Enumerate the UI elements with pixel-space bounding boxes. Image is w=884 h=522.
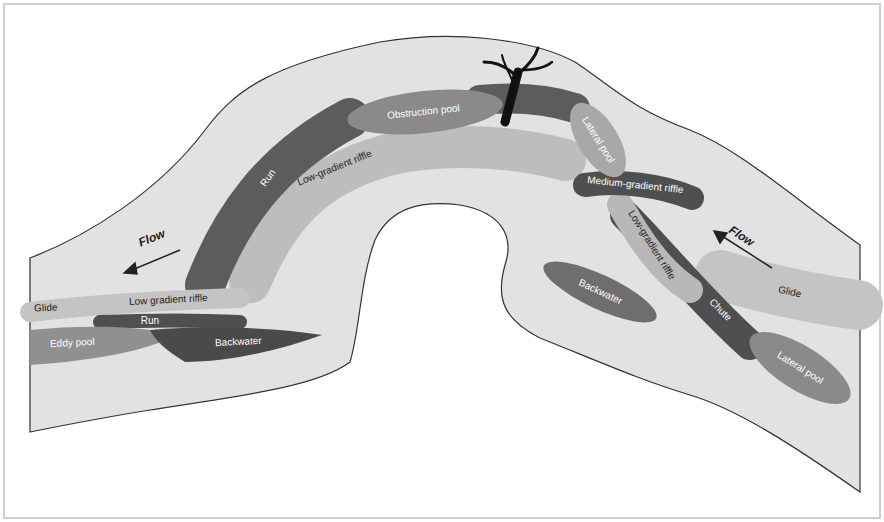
channel-unit: Glide: [31, 300, 61, 316]
flow-arrows: [124, 231, 772, 274]
channel-unit: Eddy pool: [46, 335, 97, 352]
river-corridor: [30, 36, 860, 492]
pool-shapes: [30, 83, 861, 417]
frame: [4, 4, 880, 518]
channel-unit: Run: [138, 314, 162, 328]
woody-debris-tree: [484, 48, 552, 122]
unit-label: Eddy pool: [49, 336, 94, 350]
channel-unit: Backwater: [211, 334, 264, 351]
channel-units: [30, 98, 858, 345]
unit-label: Backwater: [214, 335, 261, 349]
unit-label: Glide: [34, 301, 58, 314]
unit-label: Run: [141, 315, 159, 327]
